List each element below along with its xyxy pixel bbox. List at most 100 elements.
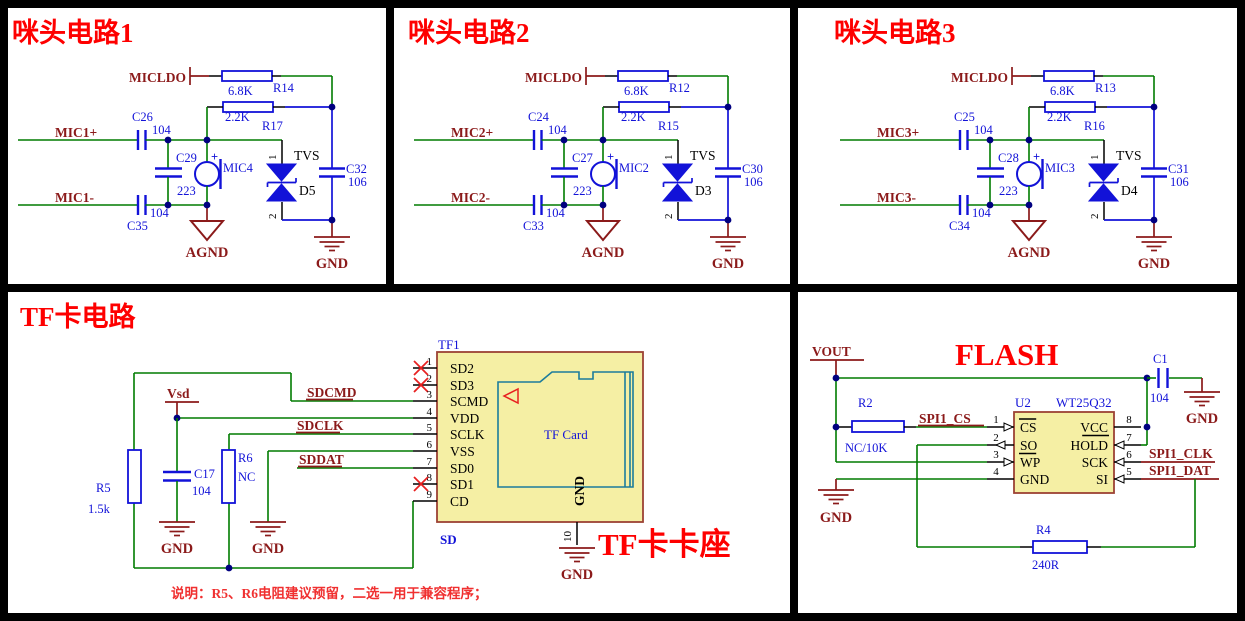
resistor-r5 <box>127 449 142 504</box>
agnd-symbol <box>188 220 226 242</box>
panel-title: 咪头电路1 <box>12 17 134 48</box>
resistor-r2 <box>851 420 905 433</box>
panel-title: TF卡电路 <box>20 301 137 332</box>
gnd-label: GND <box>161 541 193 557</box>
resistor-bottom-ref: R15 <box>658 119 679 133</box>
pin-arrow-in <box>1113 474 1125 484</box>
agnd-symbol <box>1010 220 1048 242</box>
tf-card-outline <box>497 371 634 488</box>
cap-top-value: 104 <box>152 123 172 137</box>
junction-dot <box>560 201 568 209</box>
cap-bottom-value: 104 <box>150 206 170 220</box>
resistor-top-value: 6.8K <box>624 84 649 98</box>
tf-pin-number: 7 <box>427 456 433 468</box>
gnd-label: GND <box>1186 411 1218 427</box>
gnd-symbol <box>314 236 350 252</box>
gnd-symbol <box>559 547 595 563</box>
tvs-pin2-number: 2 <box>267 214 279 220</box>
tvs-pin1-number: 1 <box>267 155 279 161</box>
chip-pin-number: 1 <box>993 414 999 426</box>
r5-ref: R5 <box>96 481 111 495</box>
resistor-top-ref: R14 <box>273 81 295 95</box>
microphone-symbol <box>590 161 616 187</box>
tvs-name: TVS <box>294 148 320 163</box>
junction-dot <box>1150 103 1158 111</box>
net-label-mic-plus: MIC3+ <box>877 125 919 140</box>
tf-pin-number: 1 <box>427 356 433 368</box>
mic-ref: MIC2 <box>619 161 649 175</box>
mic-ref: MIC3 <box>1045 161 1075 175</box>
cap-top-value: 104 <box>548 123 568 137</box>
microphone-symbol <box>194 161 220 187</box>
resistor-top-value: 6.8K <box>1050 84 1075 98</box>
vsd-net-label: Vsd <box>167 386 190 401</box>
agnd-label: AGND <box>186 245 229 261</box>
junction-dot <box>1025 136 1033 144</box>
gnd-label: GND <box>1138 256 1170 272</box>
resistor-bottom-value: 2.2K <box>1047 110 1072 124</box>
net-label-spi1-dat: SPI1_DAT <box>1149 463 1211 478</box>
tvs-triangle-top <box>1087 163 1120 182</box>
mic-circuit-schematic: 咪头电路2 MICLDO R12 6.8K 2.2K R15 MIC2+ MIC… <box>408 17 763 272</box>
tvs-triangle-bottom <box>1087 183 1120 202</box>
panel-title: 咪头电路2 <box>408 17 530 48</box>
chip-pin-number: 6 <box>1126 449 1132 461</box>
resistor-bottom-ref: R16 <box>1084 119 1105 133</box>
net-label-mic-minus: MIC1- <box>55 190 94 205</box>
tf-pin-number: 5 <box>427 422 433 434</box>
chip-pin-number: 8 <box>1126 414 1132 426</box>
tf-pin-name: VDD <box>450 411 479 426</box>
power-net-label: MICLDO <box>525 70 582 85</box>
flash-chip-body <box>1013 411 1115 494</box>
tf-pin-number: 2 <box>427 373 433 385</box>
panel-mic1: 咪头电路1 MICLDO R14 6.8K 2.2K R17 MIC1+ MIC… <box>8 8 386 284</box>
mic3-slot: 咪头电路3 MICLDO R13 6.8K 2.2K R16 MIC3+ MIC… <box>830 8 1208 284</box>
gnd-symbol <box>159 521 195 537</box>
cap-out-value: 106 <box>348 175 367 189</box>
resistor-bottom-ref: R17 <box>262 119 283 133</box>
junction-dot <box>986 201 994 209</box>
chip-pin-number: 5 <box>1126 466 1132 478</box>
chip-pin-name: GND <box>1020 472 1049 487</box>
net-label-spi1-cs: SPI1_CS <box>919 411 971 426</box>
junction-dot <box>599 201 607 209</box>
gnd-symbol <box>710 236 746 252</box>
cap-mid-ref: C28 <box>998 151 1019 165</box>
junction-dot <box>832 374 840 382</box>
chip-pin-number: 4 <box>993 466 999 478</box>
tf1-ref: TF1 <box>438 337 460 352</box>
resistor-bottom-value: 2.2K <box>621 110 646 124</box>
card-triangle-marker <box>502 387 519 405</box>
agnd-label: AGND <box>582 245 625 261</box>
mic1-slot: 咪头电路1 MICLDO R14 6.8K 2.2K R17 MIC1+ MIC… <box>8 8 386 284</box>
cap-top-ref: C24 <box>528 110 550 124</box>
c1-value: 104 <box>1150 391 1170 405</box>
net-label-spi1-clk: SPI1_CLK <box>1149 446 1213 461</box>
r6-value: NC <box>238 470 255 484</box>
tf-connector-body <box>436 351 644 523</box>
cap-mid-ref: C27 <box>572 151 593 165</box>
cap-top-ref: C26 <box>132 110 153 124</box>
panel-flash: FLASH VOUT GND R2 NC/10K SPI1_CS U2 <box>798 292 1237 613</box>
no-connect-x <box>413 377 429 393</box>
tvs-pin1-number: 1 <box>1089 155 1101 161</box>
chip-pin-name: HOLD <box>1071 438 1109 453</box>
junction-dot <box>724 216 732 224</box>
pin-arrow-in <box>1113 440 1125 450</box>
panel-mic3: 咪头电路3 MICLDO R13 6.8K 2.2K R16 MIC3+ MIC… <box>798 8 1237 284</box>
tf-pin-name: SCMD <box>450 394 489 409</box>
agnd-label: AGND <box>1008 245 1051 261</box>
agnd-symbol <box>584 220 622 242</box>
u2-part: WT25Q32 <box>1056 395 1112 410</box>
socket-label: TF卡卡座 <box>598 527 731 562</box>
cap-out-ref: C32 <box>346 162 367 176</box>
tvs-triangle-top <box>265 163 298 182</box>
junction-dot <box>328 216 336 224</box>
cap-mid-value: 223 <box>999 184 1018 198</box>
junction-dot <box>203 136 211 144</box>
mic-plus-sign: + <box>211 150 218 164</box>
mic2-slot: 咪头电路2 MICLDO R12 6.8K 2.2K R15 MIC2+ MIC… <box>404 8 782 284</box>
tf-pin-name: SD1 <box>450 477 474 492</box>
tvs-ref: D4 <box>1121 183 1138 198</box>
